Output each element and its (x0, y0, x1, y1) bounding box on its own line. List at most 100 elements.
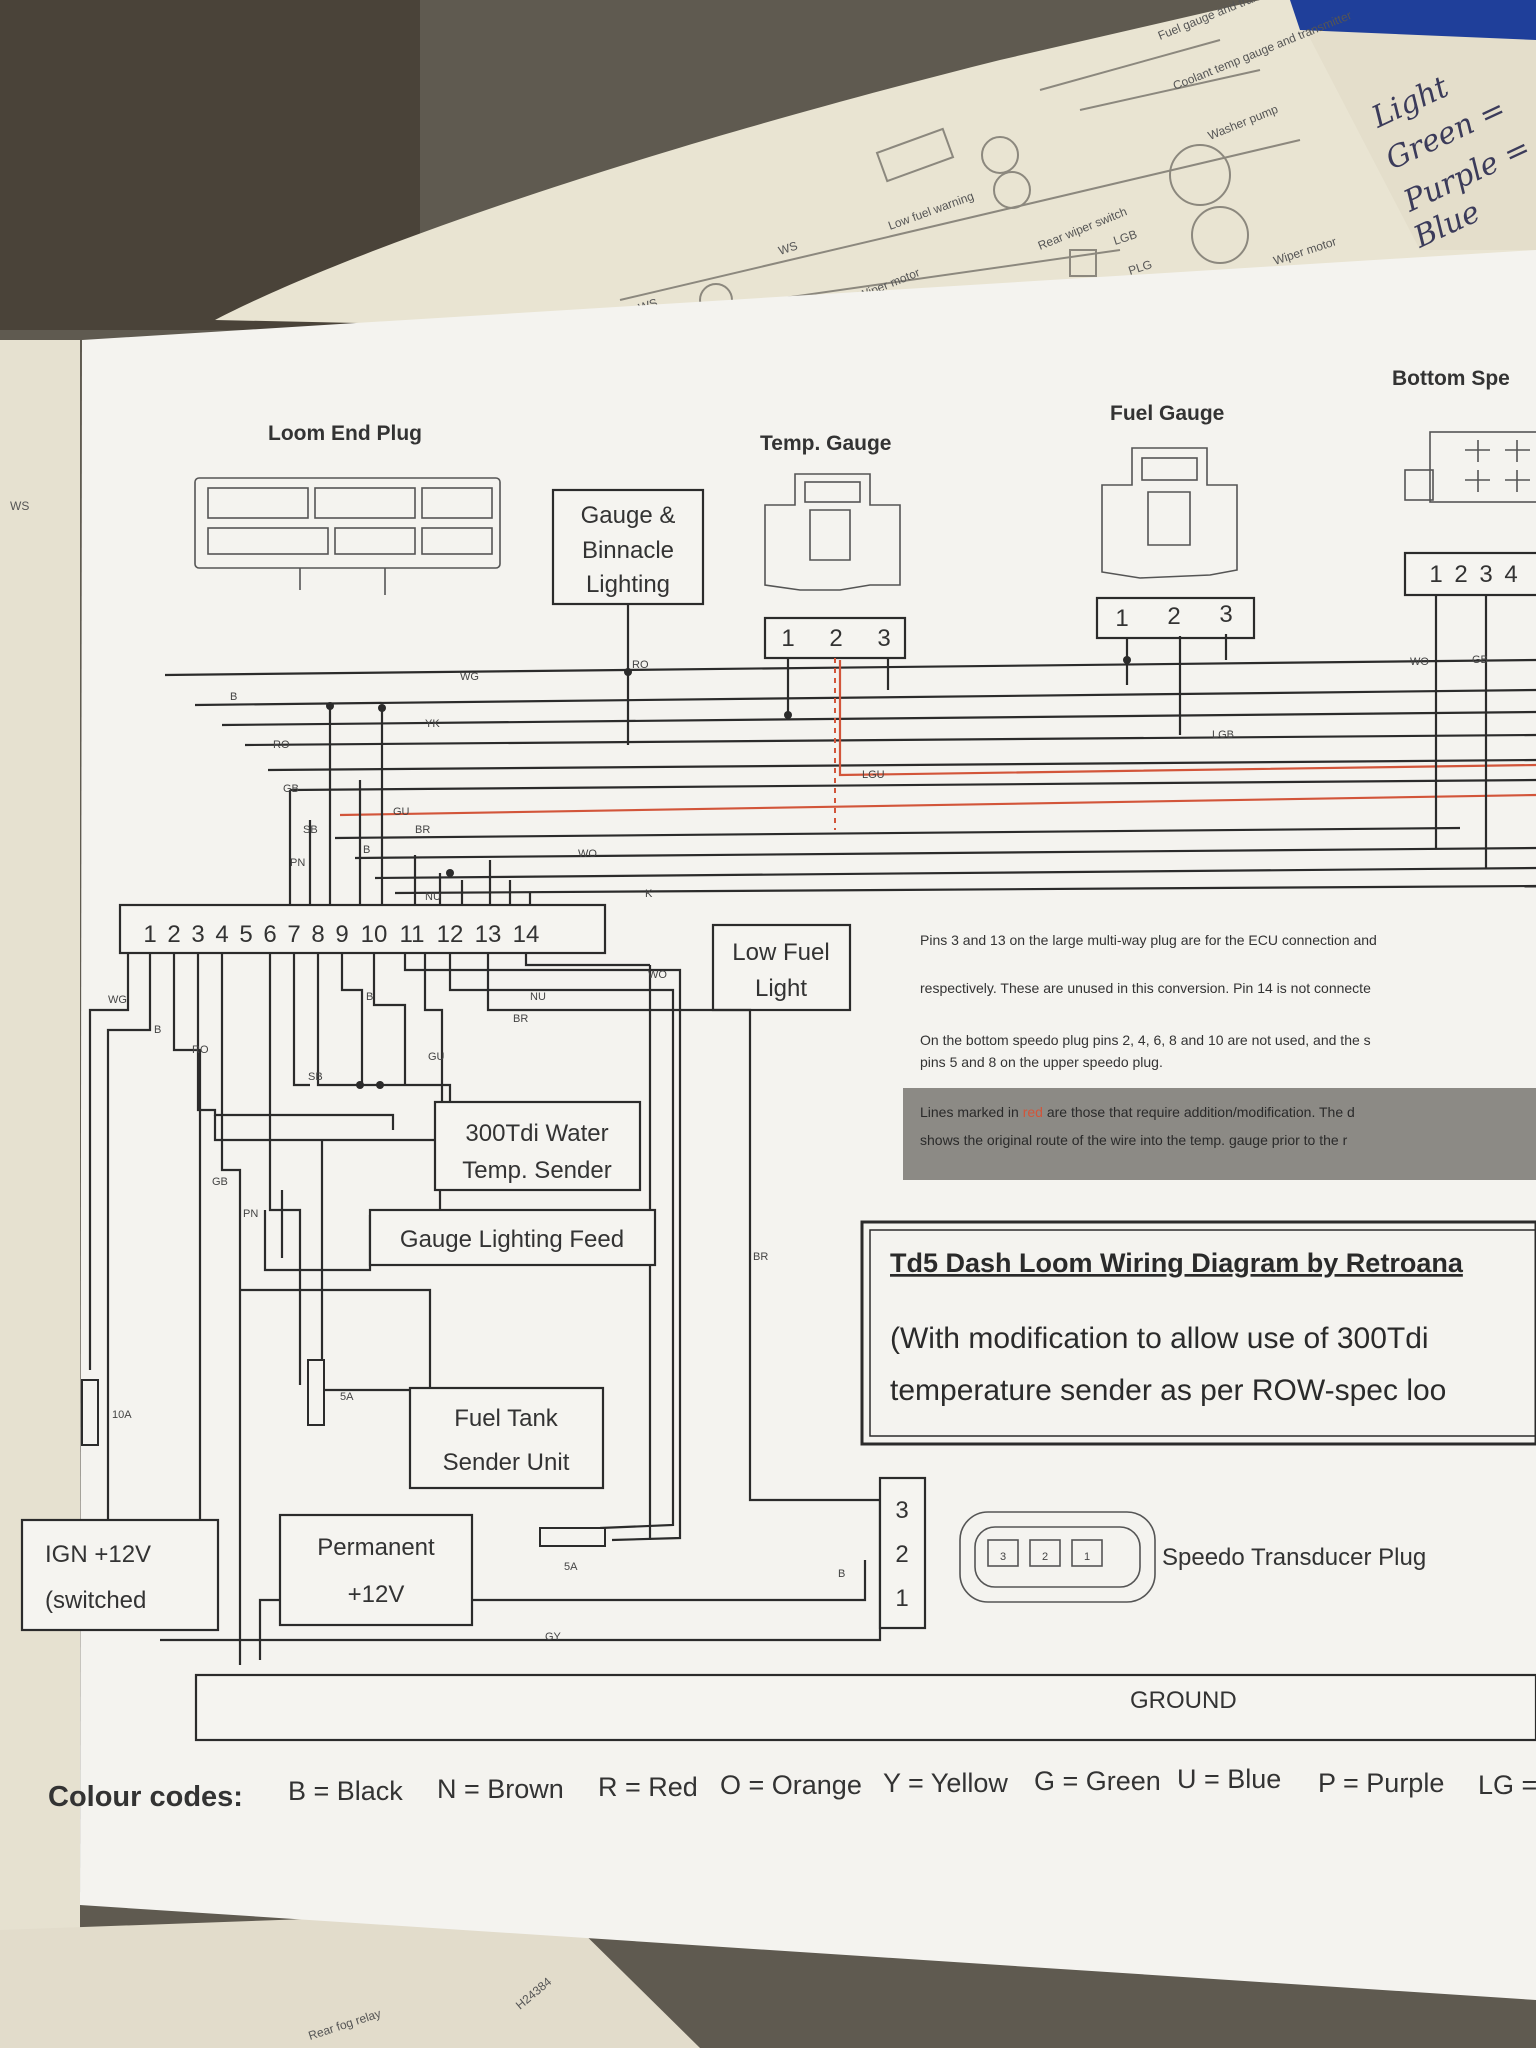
main-pin-9: 9 (335, 921, 348, 948)
colour-codes-label: Colour codes: (48, 1781, 243, 1813)
label-yk: YK (425, 718, 440, 730)
label-gb-top: GB (283, 783, 299, 795)
label-pn-top: PN (290, 857, 305, 869)
label-wo-low: WO (648, 969, 667, 981)
main-pin-13: 13 (475, 921, 502, 948)
label-b-mid: B (363, 844, 370, 856)
plug-face-pin-3: 3 (1000, 1551, 1006, 1563)
colour-code-item: P = Purple (1318, 1768, 1444, 1798)
note-line-4: pins 5 and 8 on the upper speedo plug. (920, 1054, 1163, 1070)
permanent-line-2: +12V (348, 1581, 405, 1608)
main-pin-12: 12 (437, 921, 464, 948)
transducer-pin-box (878, 1476, 927, 1630)
fuel-gauge-connector (1101, 447, 1238, 579)
speedo-pin-1: 1 (1429, 561, 1442, 588)
junction-dot (1123, 656, 1131, 664)
main-pin-labels: 1 2 3 4 5 6 7 8 9 10 11 12 13 14 (143, 921, 539, 948)
junction-dot (378, 704, 386, 712)
label-k: K (645, 888, 653, 900)
label-br-right: BR (753, 1251, 768, 1263)
ign-line-1: IGN +12V (45, 1541, 151, 1568)
label-ro-gauge: RO (632, 659, 649, 671)
label-b-low: B (366, 991, 373, 1003)
water-sender-line-1: 300Tdi Water (465, 1120, 608, 1147)
title-box-inner (869, 1229, 1536, 1437)
left-paper (0, 340, 80, 1940)
label-pn-low: PN (243, 1208, 258, 1220)
fuel-gauge-pin-1: 1 (1115, 605, 1128, 632)
ground-bar (194, 1673, 1536, 1742)
label-nu-low: NU (530, 991, 546, 1003)
blue-object (1290, 0, 1536, 40)
fuel-gauge-pin-box (1095, 596, 1256, 640)
note-highlight-box (903, 1088, 1536, 1180)
colour-code-item: Y = Yellow (883, 1768, 1008, 1798)
label-gu-top: GU (393, 806, 410, 818)
fuse-5a-left-label: 5A (340, 1391, 354, 1403)
speedo-pin-3: 3 (1479, 561, 1492, 588)
label-wo-top: WO (578, 848, 597, 860)
note-line-2: respectively. These are unused in this c… (920, 980, 1371, 996)
label-br-low: BR (513, 1013, 528, 1025)
ground-label: GROUND (1130, 1687, 1237, 1714)
main-pin-11: 11 (400, 921, 425, 948)
transducer-pin-1: 1 (895, 1585, 908, 1612)
bg-ws-left: WS (10, 499, 29, 513)
lower-wire-labels: WG B RO SB B GU NU BR WO GB PN BR B GY (108, 969, 845, 1643)
diagram-subtitle-1: (With modification to allow use of 300Td… (890, 1322, 1429, 1355)
label-b-transducer: B (838, 1568, 845, 1580)
label-nu-top: NU (425, 891, 441, 903)
plug-face-pin-1: 1 (1084, 1551, 1090, 1563)
temp-gauge-title: Temp. Gauge (760, 432, 891, 455)
main-pin-6: 6 (263, 921, 276, 948)
label-lgb: LGB (1212, 729, 1234, 741)
colour-code-item: G = Green (1034, 1766, 1161, 1796)
label-gb-speedo: GB (1472, 654, 1488, 666)
main-pin-5: 5 (239, 921, 252, 948)
water-sender-line-2: Temp. Sender (462, 1157, 611, 1184)
fuel-tank-line-2: Sender Unit (443, 1449, 570, 1476)
gauge-lighting-line-2: Binnacle (582, 537, 674, 564)
main-pin-3: 3 (191, 921, 204, 948)
speedo-transducer-connector (959, 1511, 1156, 1603)
junction-dot (784, 711, 792, 719)
label-ro-left: RO (192, 1044, 209, 1056)
junction-dot (376, 1081, 384, 1089)
label-b-left: B (154, 1024, 161, 1036)
background-diagram (559, 39, 1301, 331)
label-gb-low: GB (212, 1176, 228, 1188)
label-wo-speedo: WO (1410, 656, 1429, 668)
upper-wire-labels: WG B RO GB SB PN YK GU BR B NU WO K RO L… (230, 654, 1488, 903)
low-fuel-line-1: Low Fuel (732, 939, 829, 966)
temp-gauge-pin-1: 1 (781, 625, 794, 652)
colour-code-item: N = Brown (437, 1774, 564, 1804)
low-fuel-light-box (711, 923, 852, 1012)
bottom-speedo-title: Bottom Spe (1392, 367, 1510, 390)
main-pin-2: 2 (167, 921, 180, 948)
fuel-gauge-title: Fuel Gauge (1110, 402, 1224, 425)
gauge-lighting-line-1: Gauge & (581, 502, 676, 529)
speedo-transducer-label: Speedo Transducer Plug (1162, 1544, 1426, 1571)
junction-dot (624, 668, 632, 676)
colour-code-item: R = Red (598, 1772, 698, 1802)
fuel-gauge-pin-2: 2 (1167, 603, 1180, 630)
speedo-pin-2: 2 (1454, 561, 1467, 588)
fuel-tank-line-1: Fuel Tank (454, 1405, 559, 1432)
diagram-subtitle-2: temperature sender as per ROW-spec loo (890, 1374, 1446, 1407)
colour-code-item: LG = (1478, 1770, 1536, 1800)
transducer-pin-3: 3 (895, 1497, 908, 1524)
main-pin-8: 8 (311, 921, 324, 948)
main-pin-14: 14 (513, 921, 540, 948)
label-gu-low: GU (428, 1051, 445, 1063)
loom-end-plug-title: Loom End Plug (268, 422, 422, 445)
diagram-title: Td5 Dash Loom Wiring Diagram by Retroana (890, 1248, 1464, 1278)
temp-gauge-pin-2: 2 (829, 625, 842, 652)
note-line-5: Lines marked in red are those that requi… (920, 1104, 1355, 1120)
permanent-12v-box (278, 1513, 474, 1627)
label-b-top: B (230, 691, 237, 703)
permanent-line-1: Permanent (317, 1534, 435, 1561)
manual-page-right (1290, 0, 1536, 250)
fuse-5a-bottom-label: 5A (564, 1561, 578, 1573)
speedo-pin-4: 4 (1504, 561, 1517, 588)
